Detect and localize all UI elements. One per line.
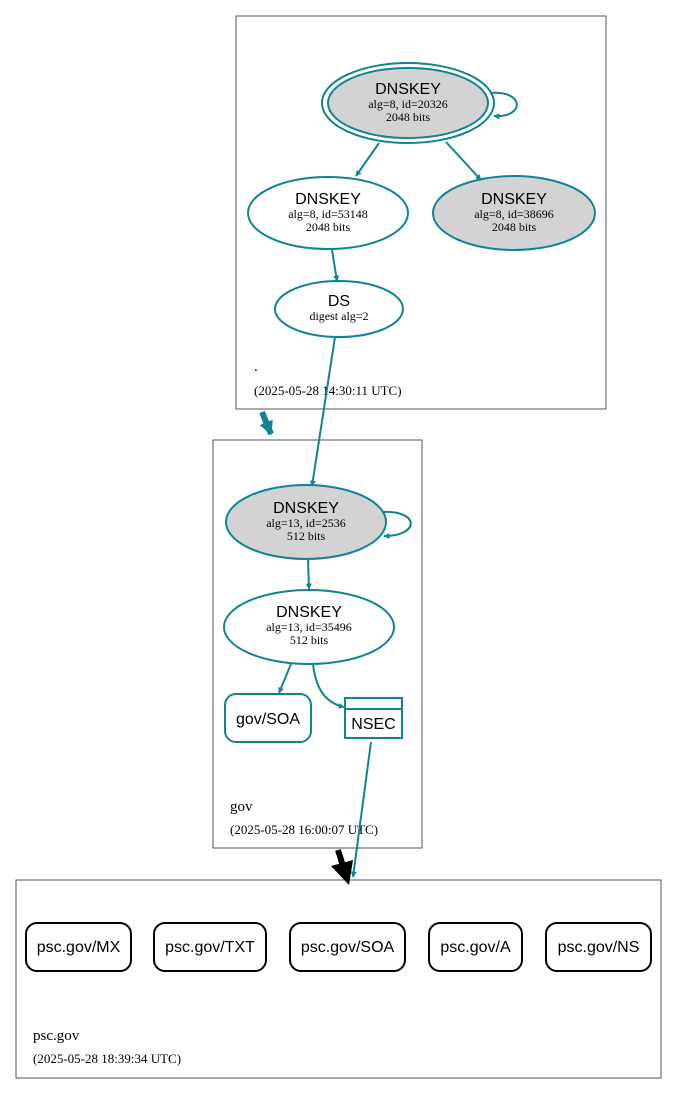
root-ksk-node: DNSKEY alg=8, id=20326 2048 bits (321, 62, 495, 144)
root-ds-type: DS (328, 293, 350, 310)
root-key3-node: DNSKEY alg=8, id=38696 2048 bits (432, 175, 596, 251)
root-zone-timestamp: (2025-05-28 14:30:11 UTC) (254, 383, 402, 398)
gov-ksk-type: DNSKEY (273, 500, 339, 517)
gov-zsk-bits: 512 bits (290, 633, 329, 647)
root-zsk-info: alg=8, id=53148 (288, 207, 368, 221)
psc-zone-timestamp: (2025-05-28 18:39:34 UTC) (33, 1051, 181, 1066)
zone-psc-box (15, 879, 662, 1079)
gov-zone-name: gov (230, 799, 253, 815)
gov-ksk-to-zsk-edge (305, 559, 312, 590)
gov-to-psc-delegation-edge (331, 849, 353, 885)
root-to-gov-delegation-edge (259, 410, 274, 436)
psc-soa-label: psc.gov/SOA (301, 939, 395, 956)
gov-ksk-info: alg=13, id=2536 (266, 516, 346, 530)
gov-ksk-node: DNSKEY alg=13, id=2536 512 bits (225, 484, 387, 560)
root-zone-name: . (254, 359, 258, 375)
root-ds-node: DS digest alg=2 (274, 280, 404, 338)
psc-mx-record: psc.gov/MX (25, 922, 132, 972)
psc-ns-record: psc.gov/NS (545, 922, 652, 972)
psc-mx-label: psc.gov/MX (37, 939, 121, 956)
root-ksk-self-edge (489, 91, 518, 120)
root-key3-info: alg=8, id=38696 (474, 207, 554, 221)
root-ksk-bits: 2048 bits (386, 110, 431, 124)
gov-zsk-type: DNSKEY (276, 604, 342, 621)
psc-txt-label: psc.gov/TXT (165, 939, 255, 956)
psc-soa-record: psc.gov/SOA (289, 922, 406, 972)
gov-zsk-node: DNSKEY alg=13, id=35496 512 bits (223, 589, 395, 665)
root-key3-type: DNSKEY (481, 191, 547, 208)
root-zsk-to-ds-edge (331, 249, 340, 282)
psc-zone-name: psc.gov (33, 1028, 80, 1044)
root-zsk-node: DNSKEY alg=8, id=53148 2048 bits (247, 176, 409, 250)
psc-ns-label: psc.gov/NS (558, 939, 640, 956)
gov-nsec-label: NSEC (351, 716, 395, 733)
gov-zsk-info: alg=13, id=35496 (266, 620, 352, 634)
gov-nsec-to-psc-edge (350, 741, 372, 878)
gov-soa-label: gov/SOA (236, 711, 300, 728)
root-ds-to-gov-ksk-edge (309, 336, 336, 487)
root-zsk-type: DNSKEY (295, 191, 361, 208)
root-ksk-info: alg=8, id=20326 (368, 97, 448, 111)
gov-ksk-bits: 512 bits (287, 529, 326, 543)
root-key3-bits: 2048 bits (492, 220, 537, 234)
gov-zone-timestamp: (2025-05-28 16:00:07 UTC) (230, 822, 378, 837)
root-ksk-to-key3-edge (445, 141, 482, 181)
psc-a-label: psc.gov/A (440, 939, 511, 956)
gov-nsec-node: NSEC (344, 697, 403, 739)
root-ksk-to-zsk-edge (355, 142, 380, 177)
root-ksk-type: DNSKEY (375, 81, 441, 98)
psc-txt-record: psc.gov/TXT (153, 922, 267, 972)
gov-soa-node: gov/SOA (224, 693, 312, 743)
gov-ksk-self-edge (381, 510, 412, 539)
psc-a-record: psc.gov/A (428, 922, 523, 972)
root-zsk-bits: 2048 bits (306, 220, 351, 234)
root-ds-info: digest alg=2 (309, 309, 368, 323)
gov-zsk-to-nsec-edge (312, 663, 345, 709)
gov-zsk-to-soa-edge (278, 663, 292, 694)
